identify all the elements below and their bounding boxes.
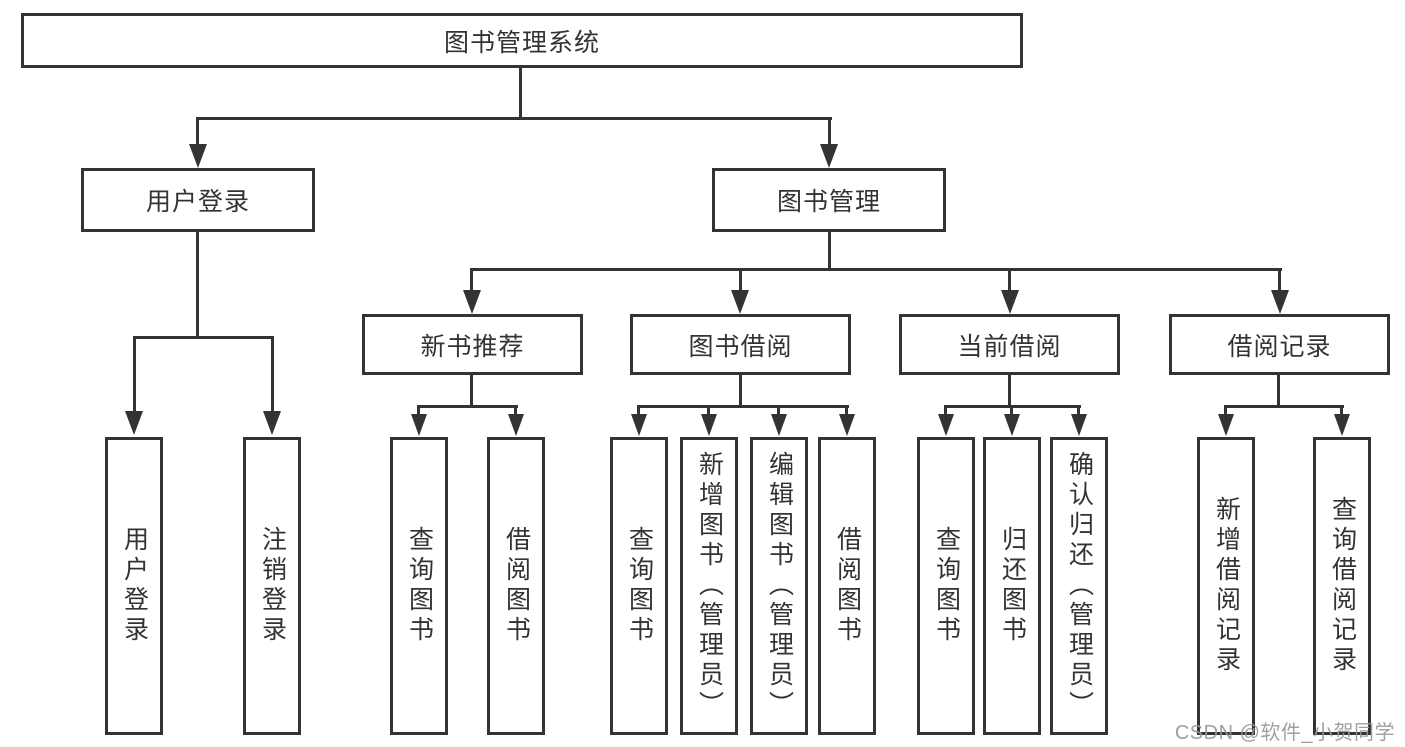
connector-line — [1340, 406, 1343, 416]
connector-line — [271, 339, 274, 413]
node-label: 新增图书（管理员） — [695, 451, 724, 721]
arrowhead-icon — [463, 290, 481, 314]
connector-line — [417, 406, 420, 416]
node-user-login-leaf: 用户登录 — [105, 437, 163, 735]
node-add-books-admin: 新增图书（管理员） — [680, 437, 738, 735]
node-label: 用户登录 — [145, 188, 250, 216]
node-label: 编辑图书（管理员） — [765, 451, 794, 721]
connector-line — [519, 68, 522, 120]
connector-line — [637, 405, 849, 408]
arrowhead-icon — [938, 414, 954, 436]
connector-line — [777, 406, 780, 416]
node-borrow-books-recommend: 借阅图书 — [487, 437, 545, 735]
connector-line — [739, 271, 742, 291]
connector-line — [1278, 271, 1281, 291]
node-label: 图书借阅 — [688, 332, 793, 361]
connector-line — [739, 375, 742, 408]
node-book-management: 图书管理 — [712, 168, 946, 232]
node-label: 查询借阅记录 — [1328, 496, 1357, 676]
node-book-borrowing: 图书借阅 — [630, 314, 851, 375]
node-label: 查询图书 — [405, 526, 434, 646]
csdn-watermark: CSDN @软件_小贺同学 — [1174, 722, 1395, 744]
arrowhead-icon — [125, 411, 143, 435]
node-return-books: 归还图书 — [983, 437, 1041, 735]
node-label: 确认归还（管理员） — [1065, 451, 1094, 721]
node-borrow-books: 借阅图书 — [818, 437, 876, 735]
connector-line — [845, 406, 848, 416]
connector-line — [828, 120, 831, 146]
arrowhead-icon — [701, 414, 717, 436]
node-label: 借阅图书 — [833, 526, 862, 646]
connector-line — [1224, 405, 1344, 408]
arrowhead-icon — [731, 290, 749, 314]
arrowhead-icon — [411, 414, 427, 436]
node-label: 当前借阅 — [957, 332, 1062, 361]
node-query-books-borrowing: 查询图书 — [610, 437, 668, 735]
node-logout: 注销登录 — [243, 437, 301, 735]
node-confirm-return-admin: 确认归还（管理员） — [1050, 437, 1108, 735]
connector-line — [417, 405, 518, 408]
node-user-login: 用户登录 — [81, 168, 315, 232]
arrowhead-icon — [1271, 290, 1289, 314]
connector-line — [514, 406, 517, 416]
arrowhead-icon — [1071, 414, 1087, 436]
arrowhead-icon — [1218, 414, 1234, 436]
connector-line — [470, 271, 473, 291]
connector-line — [1008, 271, 1011, 291]
connector-line — [196, 120, 199, 146]
connector-line — [1008, 375, 1011, 408]
connector-line — [1224, 406, 1227, 416]
arrowhead-icon — [631, 414, 647, 436]
connector-line — [1077, 406, 1080, 416]
arrowhead-icon — [1334, 414, 1350, 436]
connector-line — [707, 406, 710, 416]
connector-line — [470, 268, 1282, 271]
node-label: 借阅图书 — [502, 526, 531, 646]
connector-line — [196, 232, 199, 338]
node-query-borrow-record: 查询借阅记录 — [1313, 437, 1371, 735]
node-label: 归还图书 — [998, 526, 1027, 646]
arrowhead-icon — [1001, 290, 1019, 314]
connector-line — [944, 406, 947, 416]
node-label: 新书推荐 — [420, 332, 525, 361]
arrowhead-icon — [508, 414, 524, 436]
node-library-management-system: 图书管理系统 — [21, 13, 1023, 68]
connector-line — [1010, 406, 1013, 416]
arrowhead-icon — [189, 144, 207, 168]
node-edit-books-admin: 编辑图书（管理员） — [750, 437, 808, 735]
node-label: 查询图书 — [625, 526, 654, 646]
node-label: 用户登录 — [120, 526, 149, 646]
connector-line — [828, 232, 831, 271]
connector-line — [133, 336, 274, 339]
node-label: 图书管理系统 — [443, 28, 600, 57]
arrowhead-icon — [1004, 414, 1020, 436]
node-add-borrow-record: 新增借阅记录 — [1197, 437, 1255, 735]
connector-line — [637, 406, 640, 416]
connector-line — [196, 117, 832, 120]
connector-line — [1277, 375, 1280, 408]
node-query-books-recommend: 查询图书 — [390, 437, 448, 735]
arrowhead-icon — [263, 411, 281, 435]
arrowhead-icon — [771, 414, 787, 436]
node-label: 图书管理 — [776, 188, 881, 216]
node-new-book-recommendation: 新书推荐 — [362, 314, 583, 375]
arrowhead-icon — [820, 144, 838, 168]
node-borrowing-records: 借阅记录 — [1169, 314, 1390, 375]
node-label: 新增借阅记录 — [1212, 496, 1241, 676]
node-label: 查询图书 — [932, 526, 961, 646]
connector-line — [470, 375, 473, 408]
node-label: 注销登录 — [258, 526, 287, 646]
node-label: 借阅记录 — [1227, 332, 1332, 361]
node-query-books-current: 查询图书 — [917, 437, 975, 735]
connector-line — [133, 339, 136, 413]
arrowhead-icon — [839, 414, 855, 436]
node-current-borrowing: 当前借阅 — [899, 314, 1120, 375]
